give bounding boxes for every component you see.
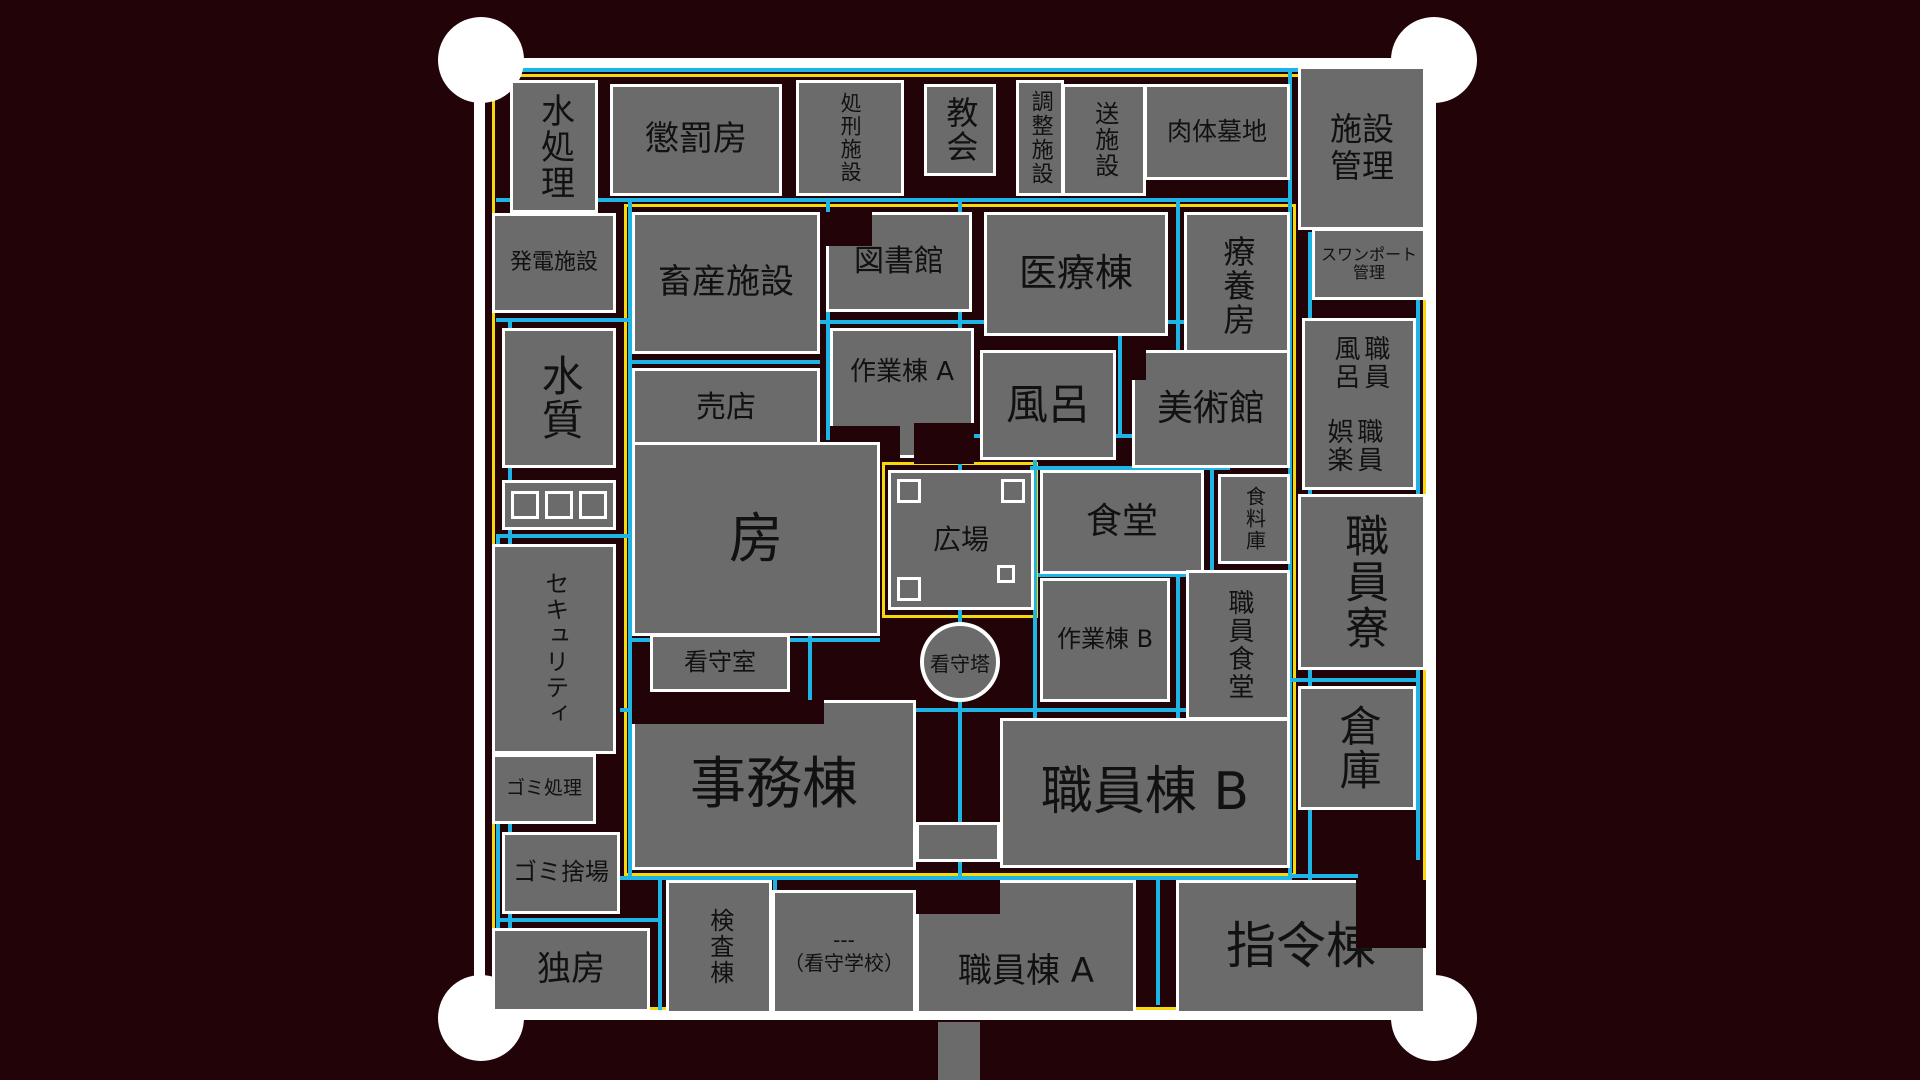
room-flesh-grave[interactable]: 肉体墓地 bbox=[1144, 84, 1290, 180]
room-staff-canteen[interactable]: 職員食堂 bbox=[1186, 570, 1290, 720]
room-staff-a[interactable]: 職員棟 A bbox=[916, 880, 1136, 1014]
room-adjustment[interactable]: 調整施設 bbox=[1016, 80, 1064, 196]
room-transfer[interactable]: 送施設 bbox=[1062, 84, 1146, 196]
room-power[interactable]: 発電施設 bbox=[492, 213, 616, 313]
room-inspection[interactable]: 検査棟 bbox=[666, 880, 772, 1014]
room-workshop-a[interactable]: 作業棟 A bbox=[830, 328, 974, 464]
room-garbage-dump[interactable]: ゴミ捨場 bbox=[502, 832, 620, 914]
room-museum[interactable]: 美術館 bbox=[1132, 350, 1290, 468]
water-tanks bbox=[502, 480, 616, 530]
room-command[interactable]: 指令棟 bbox=[1176, 880, 1426, 1014]
room-solitary[interactable]: 独房 bbox=[492, 928, 650, 1012]
room-church[interactable]: 教会 bbox=[924, 84, 996, 176]
room-spawn-mgmt[interactable]: スワンポート管理 bbox=[1312, 228, 1426, 300]
room-watch-tower[interactable]: 看守塔 bbox=[920, 622, 1000, 702]
outer-wall bbox=[474, 58, 1436, 1020]
room-water-quality[interactable]: 水質 bbox=[502, 328, 616, 468]
room-guard-school[interactable]: ---（看守学校） bbox=[772, 890, 916, 1014]
room-staff-recreation[interactable]: 職員風呂職員娯楽 bbox=[1302, 318, 1416, 490]
room-security[interactable]: セキュリティ bbox=[492, 544, 616, 754]
room-office[interactable]: 事務棟 bbox=[632, 700, 916, 870]
room-staff-b[interactable]: 職員棟 B bbox=[1000, 718, 1290, 868]
room-shop[interactable]: 売店 bbox=[632, 368, 820, 448]
passage bbox=[916, 822, 1000, 862]
room-guard-room[interactable]: 看守室 bbox=[650, 634, 790, 692]
room-cell[interactable]: 房 bbox=[632, 442, 880, 636]
room-food-store[interactable]: 食料庫 bbox=[1218, 474, 1290, 564]
room-canteen[interactable]: 食堂 bbox=[1040, 470, 1204, 574]
room-water-treatment[interactable]: 水処理 bbox=[510, 80, 598, 213]
corner-tower-nw bbox=[438, 17, 524, 103]
room-warehouse[interactable]: 倉庫 bbox=[1298, 686, 1416, 810]
room-workshop-b[interactable]: 作業棟 B bbox=[1040, 578, 1170, 702]
room-garbage-proc[interactable]: ゴミ処理 bbox=[492, 754, 596, 824]
entrance-road bbox=[938, 1022, 980, 1080]
room-plaza[interactable]: 広場 bbox=[888, 470, 1034, 610]
room-execution[interactable]: 処刑施設 bbox=[796, 80, 904, 196]
room-staff-dorm[interactable]: 職員寮 bbox=[1298, 494, 1426, 670]
room-medical[interactable]: 医療棟 bbox=[984, 212, 1168, 336]
room-bath[interactable]: 風呂 bbox=[980, 350, 1116, 460]
room-punishment[interactable]: 懲罰房 bbox=[610, 84, 782, 196]
room-livestock[interactable]: 畜産施設 bbox=[632, 212, 820, 354]
room-sanatorium[interactable]: 療養房 bbox=[1184, 212, 1290, 360]
room-library[interactable]: 図書館 bbox=[826, 212, 972, 312]
room-facility-mgmt[interactable]: 施設管理 bbox=[1298, 66, 1426, 230]
